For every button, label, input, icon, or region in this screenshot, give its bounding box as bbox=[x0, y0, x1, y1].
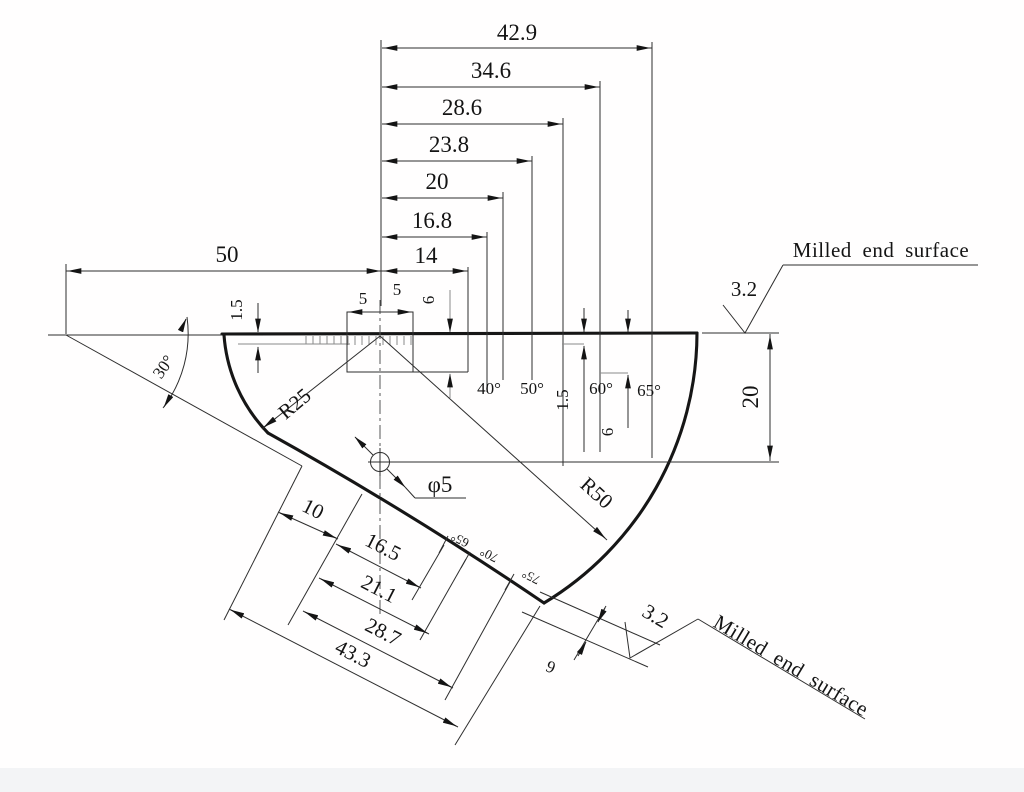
dim-20-right: 20 bbox=[738, 386, 763, 409]
facet-angle-labels: 40° 50° 60° 65° 1.5 6 bbox=[477, 308, 661, 452]
dim-30deg: 30° bbox=[149, 352, 178, 382]
dim-50: 50 bbox=[216, 242, 239, 267]
height-dimension: 20 bbox=[702, 332, 779, 461]
serration-detail: 5 5 6 bbox=[305, 280, 468, 398]
viewer-bottom-band bbox=[0, 768, 1024, 792]
bottom-dimension-chain: 10 16.5 21.1 28.7 43.3 65° 70° 75° bbox=[223, 465, 542, 746]
dim-6-right: 6 bbox=[598, 428, 617, 437]
dim-23-8: 23.8 bbox=[429, 132, 469, 157]
facet-50: 50° bbox=[520, 379, 544, 398]
dim-42-9: 42.9 bbox=[497, 20, 537, 45]
hole-callout: φ5 bbox=[354, 436, 466, 499]
dim-20: 20 bbox=[426, 169, 449, 194]
dim-5-b: 5 bbox=[393, 280, 402, 299]
dim-6-mid: 6 bbox=[419, 296, 438, 305]
dim-6-bottom: 6 bbox=[543, 657, 558, 678]
dim-16-8: 16.8 bbox=[412, 208, 452, 233]
dim-1-5-left: 1.5 bbox=[227, 299, 246, 320]
surface-finish-icon bbox=[722, 264, 784, 334]
dim-phi5: φ5 bbox=[428, 472, 453, 497]
facet-60: 60° bbox=[589, 379, 613, 398]
dim-5-a: 5 bbox=[359, 289, 368, 308]
left-dimensions: 50 30° 1.5 bbox=[48, 242, 382, 467]
dim-1-5-right: 1.5 bbox=[553, 389, 572, 410]
dim-28-6: 28.6 bbox=[442, 95, 482, 120]
roughness-bottom: 3.2 bbox=[638, 599, 673, 633]
milled-surface-label-bottom: Milled end surface bbox=[709, 610, 873, 721]
bfacet-70: 70° bbox=[477, 544, 500, 566]
facet-40: 40° bbox=[477, 379, 501, 398]
dim-14: 14 bbox=[415, 243, 439, 268]
dim-r25: R25 bbox=[273, 383, 315, 424]
serration-teeth bbox=[305, 336, 412, 345]
dim-b43-3: 43.3 bbox=[331, 635, 375, 673]
dim-r50: R50 bbox=[576, 472, 618, 513]
bottom-surface-callout: 6 3.2 Milled end surface bbox=[521, 591, 873, 721]
bfacet-75: 75° bbox=[519, 566, 542, 588]
dim-b10: 10 bbox=[298, 493, 328, 524]
milled-surface-label-top: Milled end surface bbox=[793, 238, 969, 262]
dim-34-6: 34.6 bbox=[471, 58, 511, 83]
roughness-top: 3.2 bbox=[731, 277, 757, 301]
top-surface-callout: 3.2 Milled end surface bbox=[722, 238, 978, 334]
facet-65: 65° bbox=[637, 381, 661, 400]
bfacet-65: 65° bbox=[448, 529, 471, 551]
dim-b21-1: 21.1 bbox=[357, 570, 401, 608]
surface-finish-icon-bottom bbox=[624, 618, 699, 659]
part-outline bbox=[220, 331, 699, 605]
top-dimension-chain: 42.9 34.6 28.6 23.8 20 16.8 14 bbox=[380, 20, 653, 466]
